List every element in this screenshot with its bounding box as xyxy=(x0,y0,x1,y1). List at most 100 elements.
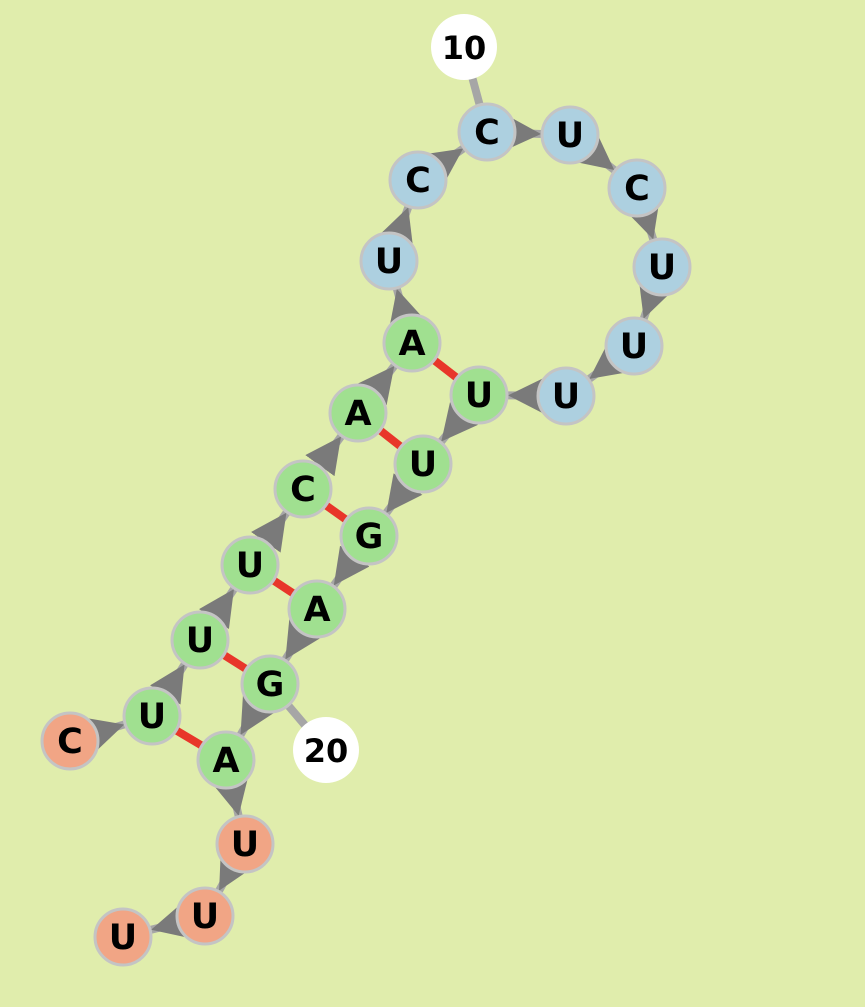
nucleotide-node: C xyxy=(40,711,100,771)
nucleotide-circle xyxy=(93,907,153,967)
nucleotide-circle xyxy=(339,506,399,566)
nucleotide-node: U xyxy=(175,886,235,946)
nucleotide-node: C xyxy=(273,459,333,519)
nucleotide-circle xyxy=(604,316,664,376)
index-markers: 10 20 xyxy=(293,14,497,783)
backbone-link xyxy=(282,619,320,662)
nucleotide-node: G xyxy=(339,506,399,566)
nucleotide-node: C xyxy=(457,102,517,162)
nucleotide-node: U xyxy=(170,610,230,670)
base-pair-bond xyxy=(377,427,404,450)
nucleotide-label: U xyxy=(552,377,580,417)
index-marker-circle xyxy=(431,14,497,80)
nucleotide-node: U xyxy=(93,907,153,967)
nucleotide-label: U xyxy=(191,897,219,937)
backbone-link xyxy=(504,114,542,151)
index-marker-label: 20 xyxy=(304,732,349,770)
backbone-link xyxy=(638,278,673,321)
nucleotide-node: U xyxy=(449,365,509,425)
nucleotide-node: U xyxy=(540,105,600,165)
nucleotide-circle xyxy=(388,150,448,210)
nucleotide-label: C xyxy=(405,161,431,201)
nucleotide-node: A xyxy=(328,383,388,443)
nucleotide-circle xyxy=(359,231,419,291)
nucleotide-node: C xyxy=(388,150,448,210)
nucleotide-label: U xyxy=(648,248,676,288)
backbone-link xyxy=(198,586,238,630)
base-pair-bond xyxy=(431,357,460,381)
nucleotide-circle xyxy=(393,434,453,494)
nucleotide-label: A xyxy=(344,394,371,434)
nucleotide-node: U xyxy=(220,535,280,595)
backbone-link xyxy=(237,694,275,737)
nucleotide-node: A xyxy=(287,579,347,639)
backbone-link xyxy=(213,776,249,817)
nucleotide-circle xyxy=(40,711,100,771)
nucleotide-circle xyxy=(457,102,517,162)
nucleotide-label: U xyxy=(620,327,648,367)
nucleotide-label: U xyxy=(409,445,437,485)
nucleotide-label: C xyxy=(290,470,316,510)
nucleotide-label: U xyxy=(556,116,584,156)
nucleotide-label: U xyxy=(375,242,403,282)
nucleotide-circle xyxy=(540,105,600,165)
nucleotide-node: U xyxy=(536,366,596,426)
nucleotide-label: U xyxy=(138,697,166,737)
nucleotide-circle xyxy=(328,383,388,443)
nucleotide-node: U xyxy=(393,434,453,494)
nucleotide-label: C xyxy=(57,722,83,762)
nucleotide-circle xyxy=(220,535,280,595)
nucleotide-circle xyxy=(632,237,692,297)
nucleotide-circle xyxy=(287,579,347,639)
nucleotide-circle xyxy=(122,686,182,746)
nucleotide-circle xyxy=(240,654,300,714)
base-pair-bond xyxy=(323,501,349,524)
backbone-link xyxy=(438,402,478,445)
nucleotide-circle xyxy=(449,365,509,425)
backbone-link xyxy=(358,363,398,406)
nucleotide-node: U xyxy=(122,686,182,746)
nucleotide-label: G xyxy=(256,665,285,705)
backbone-link xyxy=(84,717,126,753)
backbone-link xyxy=(625,199,660,241)
backbone-link xyxy=(586,342,630,383)
nucleotide-label: U xyxy=(236,546,264,586)
nucleotide-node: A xyxy=(196,730,256,790)
nucleotide-label: C xyxy=(474,113,500,153)
nucleotide-circle xyxy=(273,459,333,519)
backbone-link xyxy=(305,434,345,477)
backbone-link xyxy=(389,287,424,329)
backbone-link xyxy=(150,903,191,939)
index-marker-circle xyxy=(293,717,359,783)
nucleotide-label: U xyxy=(231,825,259,865)
nucleotide-node: U xyxy=(604,316,664,376)
nucleotide-label: A xyxy=(303,590,330,630)
nucleotide-circle xyxy=(170,610,230,670)
nucleotide-circle xyxy=(175,886,235,946)
index-marker-20: 20 xyxy=(293,717,359,783)
nucleotide-node: A xyxy=(382,313,442,373)
nucleotide-node: U xyxy=(632,237,692,297)
nucleotide-circle xyxy=(536,366,596,426)
backbone-link xyxy=(150,662,188,705)
backbone-link xyxy=(574,133,617,174)
nucleotide-label: U xyxy=(186,621,214,661)
backbone-link xyxy=(330,545,370,588)
nucleotide-label: U xyxy=(109,918,137,958)
backbone-link xyxy=(215,850,253,893)
base-pair-links xyxy=(174,357,460,750)
backbone-link xyxy=(251,510,290,553)
base-pair-bond xyxy=(221,651,249,673)
backbone-link xyxy=(423,145,466,184)
nucleotide-circle xyxy=(196,730,256,790)
backbone-links xyxy=(84,114,673,939)
base-pair-bond xyxy=(174,726,204,750)
nucleotide-node: C xyxy=(607,158,667,218)
index-marker-label: 10 xyxy=(442,29,487,67)
nucleotide-label: A xyxy=(398,324,425,364)
backbone-link xyxy=(379,205,414,248)
nucleotide-label: C xyxy=(624,169,650,209)
nucleotide-circle xyxy=(607,158,667,218)
